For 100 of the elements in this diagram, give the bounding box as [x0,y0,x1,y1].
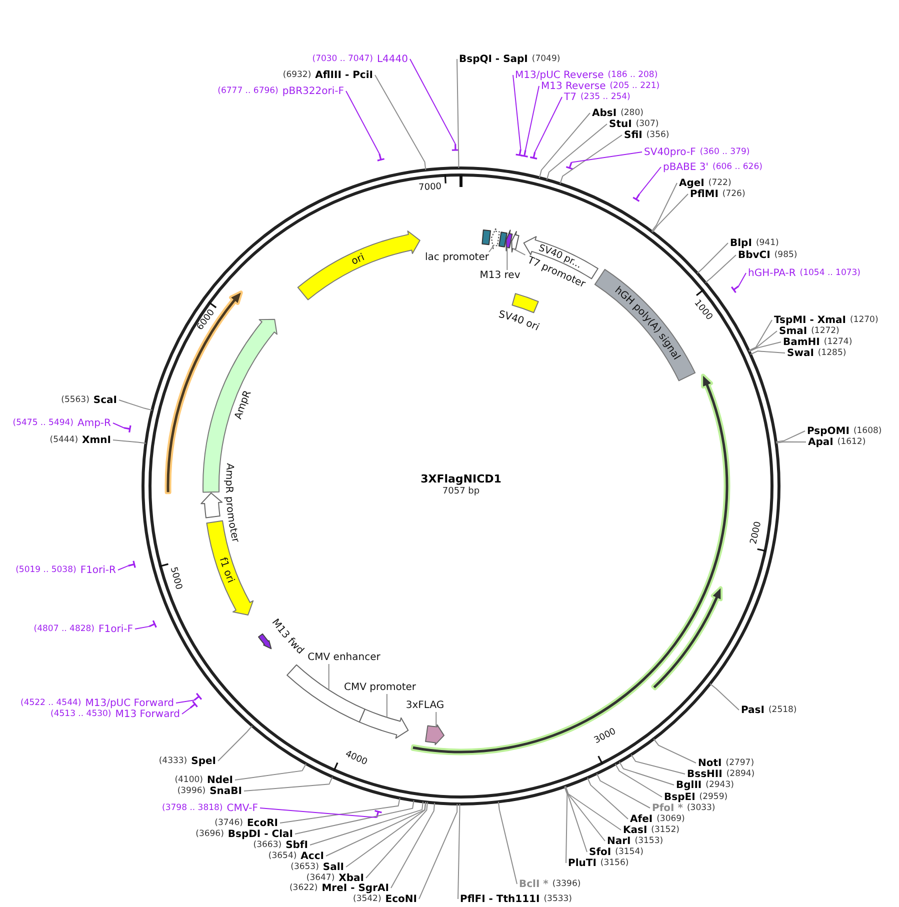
leader-line [386,694,388,718]
enzyme-position: (941) [756,238,779,248]
leader-line [498,801,518,884]
scale-label: 5000 [168,566,184,591]
leader-line [182,707,191,714]
enzyme-position: (3663) [253,840,282,850]
primer-name: M13/pUC Forward [85,698,174,708]
primer-site-marker [190,700,198,709]
enzyme-name: PasI [741,704,764,716]
primer-site-marker [515,148,524,157]
leader-line [776,441,806,444]
enzyme-name: ScaI [93,394,117,406]
feature-segment [506,230,513,252]
enzyme-name: SmaI [779,326,808,336]
enzyme-name: ApaI [808,436,834,448]
leader-line [326,802,426,856]
leader-line [244,776,333,792]
leader-line [738,272,746,287]
primer-position: (6777 .. 6796) [218,86,278,96]
enzyme-name: TspMI - XmaI [774,314,846,326]
primer-position: (205 .. 221) [610,80,660,92]
primer-name: F1ori-F [98,624,133,634]
feature-band [286,664,366,723]
enzyme-position: (4100) [174,774,203,786]
feature-segment [358,708,409,739]
enzyme-name: AgeI [679,178,704,188]
scale-label: 2000 [749,520,764,546]
enzyme-name: StuI [609,118,632,130]
primer-position: (7030 .. 7047) [312,54,373,64]
enzyme-position: (1612) [837,436,866,448]
enzyme-name: BssHII [687,768,722,780]
leader-line [565,786,622,830]
enzyme-position: (3622) [289,882,318,894]
leader-line [596,773,650,808]
enzyme-name: PflMI [690,188,718,200]
leader-line [118,400,153,411]
plasmid-name: 3XFlagNICD1 [420,472,502,486]
feature-band [498,232,508,248]
feature-label: ori [350,252,366,268]
leader-line [696,242,728,274]
enzyme-position: (3152) [651,824,680,836]
enzyme-name: MreI - SgrAI [322,882,389,894]
enzyme-name: EcoNI [385,894,417,904]
feature-label: CMV enhancer [308,652,380,664]
enzyme-position: (1272) [811,326,840,336]
leader-line [570,152,642,163]
feature-segment [511,230,520,252]
leader-line [512,248,526,256]
primer-position: (3798 .. 3818) [162,802,223,814]
feature-label: lac promoter [425,252,489,264]
enzyme-position: (722) [708,178,732,188]
primer-site-marker [730,285,740,294]
enzyme-position: (3996) [177,786,206,796]
leader-line [564,786,588,852]
leader-line [564,786,568,864]
scale-label: 3000 [592,726,618,746]
enzyme-position: (1270) [850,314,878,326]
enzyme-name: SbfI [286,840,308,850]
primer-site-marker [123,424,132,434]
primer-position: (4513 .. 4530) [50,708,112,720]
enzyme-name: PspOMI [807,426,850,436]
enzyme-name: SpeI [191,756,216,766]
enzyme-position: (3653) [290,862,319,872]
primer-position: (235 .. 254) [580,92,630,102]
enzyme-position: (5444) [50,434,78,446]
enzyme-name: PfoI * [652,802,683,814]
leader-line [234,763,307,780]
primer-site-marker [632,193,640,202]
leader-line [546,124,608,180]
feature-label: SV40 ori [498,308,541,333]
enzyme-position: (3746) [214,818,243,828]
leader-line [748,320,772,352]
primer-name: CMV-F [226,802,258,814]
leader-line [410,58,456,145]
leader-line [506,246,508,270]
leader-line [653,738,696,764]
leader-line [374,74,426,170]
primer-site-marker [194,692,202,701]
leader-line [534,96,562,153]
leader-line [458,804,460,900]
primer-site-marker [520,149,529,158]
enzyme-position: (1274) [824,336,852,348]
enzyme-position: (1608) [853,426,882,436]
enzyme-name: KasI [623,824,648,836]
enzyme-position: (3542) [353,894,382,904]
leader-line [280,798,400,824]
primer-position: (1054 .. 1073) [800,268,861,278]
leader-line [750,350,786,355]
enzyme-name: NarI [607,836,631,846]
primer-name: Amp-R [78,418,111,428]
enzyme-position: (3033) [686,802,716,814]
primer-name: L4440 [376,54,408,64]
enzyme-position: (3069) [656,814,685,824]
enzyme-name: NdeI [206,774,233,786]
primer-name: T7 [564,92,576,102]
leader-line [560,134,622,184]
leader-line [651,182,678,232]
enzyme-position: (3654) [268,850,297,862]
enzyme-position: (5563) [61,394,90,406]
leader-line [260,808,378,818]
